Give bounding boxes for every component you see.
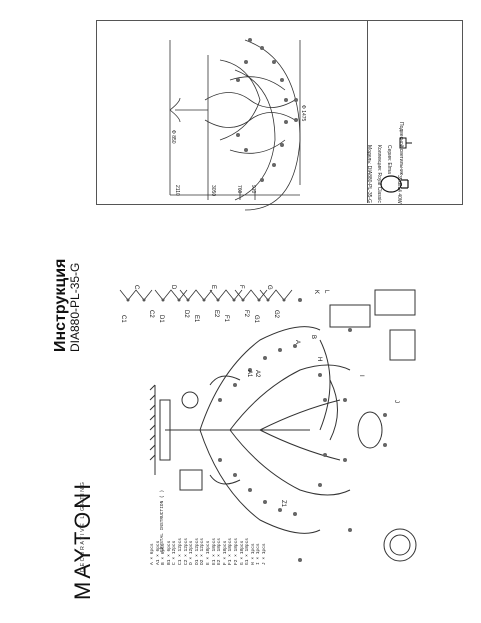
label-E1: E1 — [193, 315, 199, 323]
label-D: D — [170, 285, 176, 290]
dim-height-total: 2110 — [174, 185, 180, 196]
label-G1: G1 — [253, 315, 259, 324]
label-Z1: Z1 — [280, 500, 286, 508]
label-C2: C2 — [148, 310, 154, 318]
legend-row: I × 1pcs — [256, 543, 262, 565]
dim-diameter-small: Ф 850 — [170, 130, 176, 144]
legend-row: A1 × 6pcs — [155, 540, 161, 565]
pendant-mount-icon — [399, 137, 412, 149]
label-E2: E2 — [213, 310, 219, 318]
dimension-frame — [96, 20, 463, 205]
dimension-labels: Ф 850 Ф 1475 2110 760 910 3050 — [170, 105, 306, 196]
label-C1: C1 — [120, 315, 126, 323]
bulb-icon — [380, 175, 409, 193]
legend-row: D × 12pcs — [189, 540, 195, 565]
legend-row: J × 1pcs — [262, 543, 267, 565]
legend-row: C2 × 12pcs — [183, 537, 189, 565]
label-D1: D1 — [158, 315, 164, 323]
label-F1: F1 — [223, 315, 229, 323]
legend-row: G1 × 18pcs — [245, 537, 251, 565]
crystal-garlands — [119, 289, 293, 301]
label-D2: D2 — [183, 310, 189, 318]
dim-diameter-large: Ф 1475 — [300, 105, 306, 122]
label-K: K — [313, 290, 319, 294]
ceiling-mount — [149, 384, 203, 491]
crystal-beads — [126, 298, 286, 302]
label-C: C — [133, 285, 139, 290]
legend-row: E × 18pcs — [206, 540, 211, 565]
label-F: F — [238, 285, 244, 289]
dim-910: 910 — [250, 185, 256, 194]
label-J: J — [393, 400, 399, 403]
plug-detail — [374, 289, 417, 562]
info-panel-divider — [367, 20, 368, 203]
legend-row: A × 6pcs — [150, 543, 155, 565]
legend-row: E2 × 18pcs — [217, 537, 223, 565]
label-H: H — [316, 357, 322, 361]
label-G: G — [266, 285, 272, 290]
chandelier-crystals — [218, 298, 387, 562]
label-I: I — [358, 375, 364, 377]
legend-row: C × 12pcs — [172, 540, 178, 565]
legend-row: F1 × 18pcs — [228, 537, 234, 565]
legend-row: E1 × 18pcs — [211, 537, 217, 565]
legend-row: G × 18pcs — [239, 540, 245, 565]
legend-row: D2 × 12pcs — [200, 537, 206, 565]
legend-row: C1 × 12pcs — [178, 537, 183, 565]
legend-row: B × 6pcs — [161, 543, 167, 565]
dim-760: 760 — [236, 185, 242, 194]
chandelier-body — [159, 304, 383, 534]
legend-row: F2 × 18pcs — [234, 537, 239, 565]
label-A1: A1 — [246, 370, 252, 378]
dimension-crystals — [236, 38, 298, 182]
dim-3050: 3050 — [210, 185, 216, 196]
label-F2: F2 — [243, 310, 249, 318]
label-A2: A2 — [254, 370, 260, 378]
label-G2: G2 — [273, 310, 279, 319]
label-A: A — [294, 340, 300, 344]
dimension-drawing — [169, 39, 301, 211]
diagram-labels: C C1 C2 D D1 D2 E E1 E2 F F1 F2 G G1 G2 … — [120, 285, 399, 508]
label-B: B — [310, 335, 316, 339]
label-L: L — [323, 290, 329, 294]
label-E: E — [210, 285, 216, 289]
